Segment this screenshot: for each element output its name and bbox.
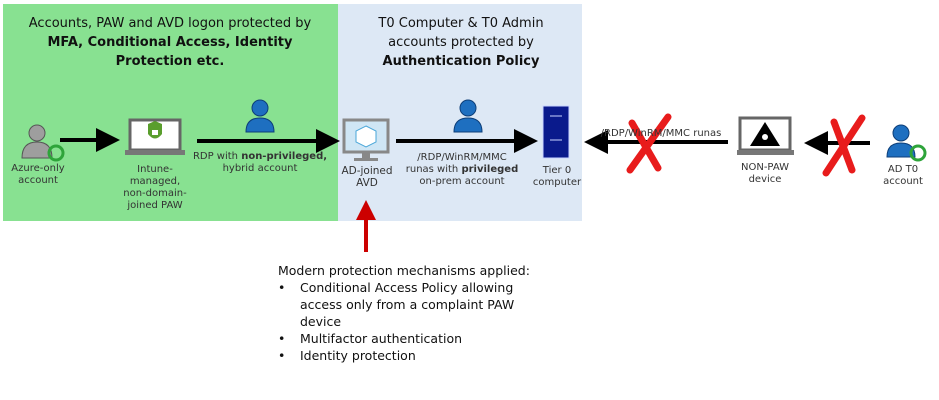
- azure-account-label: Azure-only account: [11, 163, 65, 186]
- runas-edge-label: /RDP/WinRM/MMC runas with privileged on-…: [405, 152, 519, 187]
- paw-label: Intune-managed, non-domain-joined PAW: [123, 164, 187, 211]
- note-heading: Modern protection mechanisms applied:: [278, 263, 530, 278]
- tier0-server-icon: [542, 105, 570, 159]
- note-item: Multifactor authentication: [278, 330, 538, 347]
- avd-monitor-icon: [342, 118, 390, 161]
- azure-account-icon: [21, 124, 65, 162]
- note-item: Identity protection: [278, 347, 538, 364]
- rdp-edge-label: RDP with non-privileged,hybrid account: [192, 151, 328, 174]
- ad-t0-account-icon: [886, 124, 927, 162]
- privileged-user-icon: [453, 99, 483, 133]
- note-item: Conditional Access Policy allowing acces…: [278, 279, 538, 330]
- nonpaw-laptop-icon: [737, 116, 794, 155]
- avd-label: AD-joined AVD: [341, 165, 393, 189]
- block-x-icon: [822, 114, 866, 177]
- ad-t0-label: AD T0 account: [883, 164, 923, 187]
- block-x-icon: [626, 113, 672, 174]
- cloud-protection-zone: [3, 4, 338, 221]
- hybrid-user-icon: [245, 99, 275, 133]
- tier0-label: Tier 0 computer: [532, 165, 582, 188]
- protection-note: Modern protection mechanisms applied: Co…: [278, 262, 538, 364]
- nonpaw-label: NON-PAW device: [740, 162, 789, 185]
- paw-laptop-icon: [125, 118, 185, 155]
- right-zone-title: T0 Computer & T0 Admin accounts protecte…: [378, 16, 544, 69]
- blocked-edge-label: /RDP/WinRM/MMC runas: [600, 128, 722, 139]
- onprem-protection-zone: [338, 4, 582, 221]
- left-zone-title: Accounts, PAW and AVD logon protected by…: [28, 16, 312, 69]
